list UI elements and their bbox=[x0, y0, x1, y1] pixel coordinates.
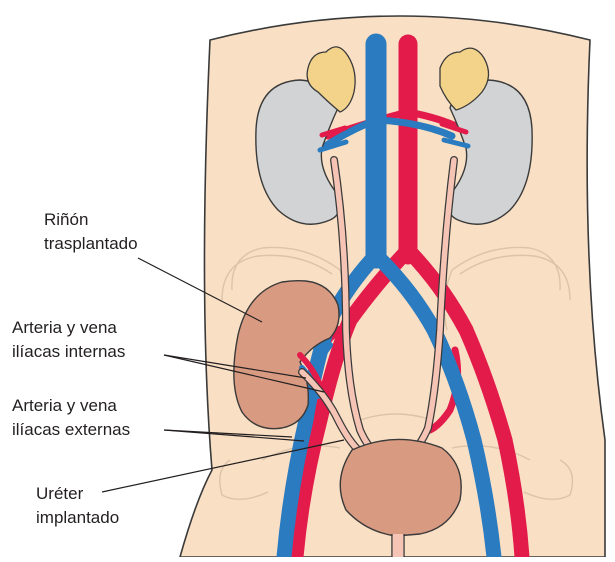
label-line: ilíacas externas bbox=[12, 418, 130, 442]
label-line: ilíacas internas bbox=[12, 340, 125, 364]
label-line: Arteria y vena bbox=[12, 394, 130, 418]
label-transplanted-kidney: Riñón trasplantado bbox=[44, 208, 138, 256]
label-internal-iliac: Arteria y vena ilíacas internas bbox=[12, 316, 125, 364]
label-line: Uréter bbox=[36, 482, 119, 506]
label-line: Riñón bbox=[44, 208, 138, 232]
urethra-fill bbox=[393, 534, 404, 557]
bladder bbox=[340, 439, 461, 536]
label-line: implantado bbox=[36, 506, 119, 530]
label-line: trasplantado bbox=[44, 232, 138, 256]
label-implanted-ureter: Uréter implantado bbox=[36, 482, 119, 530]
label-external-iliac: Arteria y vena ilíacas externas bbox=[12, 394, 130, 442]
label-line: Arteria y vena bbox=[12, 316, 125, 340]
